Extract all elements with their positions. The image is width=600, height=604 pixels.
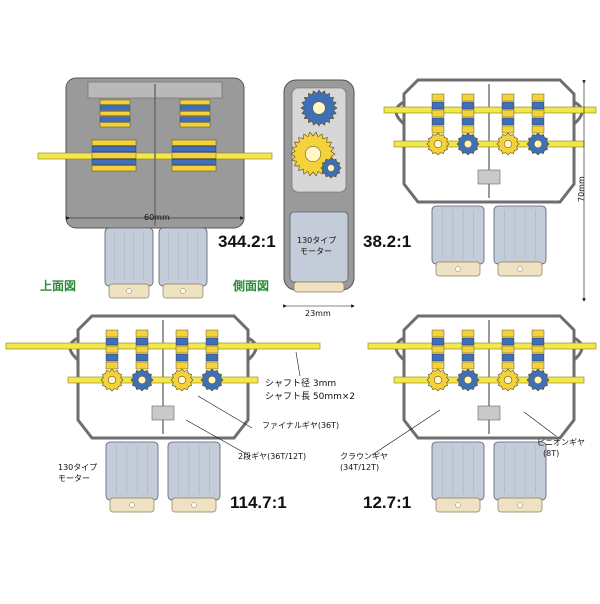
gearbox-bottom-right-upper-shaft	[367, 342, 597, 350]
gearbox-bottom-left	[5, 314, 321, 513]
final-gear-callout: ファイナルギヤ(36T)	[262, 421, 340, 430]
gear-stack-top-left-c	[91, 139, 137, 172]
gearbox-bottom-left-upper-shaft	[5, 342, 321, 350]
shaft-diameter-label: シャフト径 3mm	[265, 379, 337, 389]
gearbox-bottom-right-gear-stack-3	[501, 329, 515, 370]
gearbox-bottom-right-gear-stack-4	[531, 329, 545, 370]
crown-gear-callout-line1: クラウンギヤ	[340, 452, 388, 461]
gearbox-bottom-left-gear-3	[170, 368, 194, 392]
motor-body	[105, 441, 159, 501]
gearbox-top-right-upper-shaft	[383, 106, 597, 114]
gear-stack-top-left-a	[99, 99, 131, 128]
gearbox-top-right-gear-stack-3	[501, 93, 515, 134]
gearbox-bottom-right-gear-1	[426, 368, 450, 392]
gearbox-top-right	[383, 78, 597, 277]
gearbox-bottom-right-gear-3	[496, 368, 520, 392]
gearbox-top-right-motor-a	[431, 205, 485, 277]
gearbox-bottom-left-gear-4	[200, 368, 224, 392]
gearbox-top-right-gear-1	[426, 132, 450, 156]
gearbox-top-right-lower-shaft	[393, 140, 585, 148]
gearbox-bottom-left-lower-shaft	[67, 376, 259, 384]
gearbox-bottom-right-gear-4	[526, 368, 550, 392]
gearbox-bottom-left-pinion-block	[151, 405, 175, 421]
motor-label-line1: 130タイプ	[58, 463, 98, 472]
gearbox-top-right-gear-3	[496, 132, 520, 156]
shaft-length-label: シャフト長 50mm×2	[265, 392, 356, 402]
two-stage-gear-callout: 2段ギヤ(36T/12T)	[238, 452, 307, 461]
gearbox-top-left	[37, 77, 273, 299]
height-dimension-label: 70mm	[577, 176, 586, 202]
side-motor-label-line2: モーター	[300, 247, 332, 256]
final-gear-leader	[197, 395, 253, 429]
motor-top-left-b	[158, 227, 208, 299]
gearbox-bottom-right-motor-b	[493, 441, 547, 513]
gearbox-bottom-left-gear-1	[100, 368, 124, 392]
motor-body	[493, 205, 547, 265]
motor-body	[431, 441, 485, 501]
motor-body	[158, 227, 208, 287]
gearbox-bottom-right	[367, 314, 597, 513]
motor-label-line2: モーター	[58, 474, 90, 483]
width-dimension-label: 60mm	[144, 213, 170, 222]
gearbox-top-right-gear-stack-2	[461, 93, 475, 134]
gearbox-bottom-left-gear-stack-1	[105, 329, 119, 370]
gearbox-top-right-pinion-block	[477, 169, 501, 185]
two-stage-gear-leader	[185, 419, 251, 457]
gearbox-bottom-left-motor-a	[105, 441, 159, 513]
gearbox-bottom-right-gear-2	[456, 368, 480, 392]
pinion-gear-leader	[523, 411, 557, 437]
gearbox-top-right-gear-4	[526, 132, 550, 156]
side-view-label: 側面図	[233, 279, 270, 293]
gearbox-side-view	[283, 79, 355, 308]
motor-body	[493, 441, 547, 501]
gearbox-bottom-right-lower-shaft	[393, 376, 585, 384]
gearbox-bottom-left-gear-stack-3	[175, 329, 189, 370]
gearbox-top-right-gear-stack-1	[431, 93, 445, 134]
motor-body	[431, 205, 485, 265]
motor-body	[167, 441, 221, 501]
gearbox-bottom-right-motor-a	[431, 441, 485, 513]
gearbox-top-right-gear-2	[456, 132, 480, 156]
motor-body	[104, 227, 154, 287]
gearbox-bottom-left-gear-2	[130, 368, 154, 392]
side-motor-cap	[293, 281, 345, 293]
side-gear-blue	[300, 89, 338, 127]
shaft-leader	[295, 351, 301, 377]
crown-gear-leader	[371, 409, 441, 456]
gearbox-top-right-gear-stack-4	[531, 93, 545, 134]
side-width-dimension-label: 23mm	[305, 309, 331, 318]
pinion-gear-callout-line1: ピニオンギヤ	[537, 438, 585, 447]
gearbox-top-right-motor-b	[493, 205, 547, 277]
ratio-label-top-left: 344.2:1	[218, 232, 276, 251]
pinion-gear-callout-line2: (8T)	[543, 449, 560, 458]
gear-stack-top-left-d	[171, 139, 217, 172]
gearbox-bottom-right-pinion-block	[477, 405, 501, 421]
gear-stack-top-left-b	[179, 99, 211, 128]
motor-top-left-a	[104, 227, 154, 299]
ratio-label-bottom-left: 114.7:1	[230, 493, 287, 512]
gearbox-bottom-right-gear-stack-2	[461, 329, 475, 370]
ratio-label-top-right: 38.2:1	[363, 232, 412, 251]
crown-gear-callout-line2: (34T/12T)	[340, 463, 380, 472]
side-motor-label-line1: 130タイプ	[297, 236, 337, 245]
side-gear-small	[320, 157, 342, 179]
gearbox-bottom-right-gear-stack-1	[431, 329, 445, 370]
gearbox-bottom-left-motor-b	[167, 441, 221, 513]
ratio-label-bottom-right: 12.7:1	[363, 493, 412, 512]
top-view-label: 上面図	[40, 279, 77, 293]
gearbox-bottom-left-gear-stack-2	[135, 329, 149, 370]
gearbox-bottom-left-gear-stack-4	[205, 329, 219, 370]
